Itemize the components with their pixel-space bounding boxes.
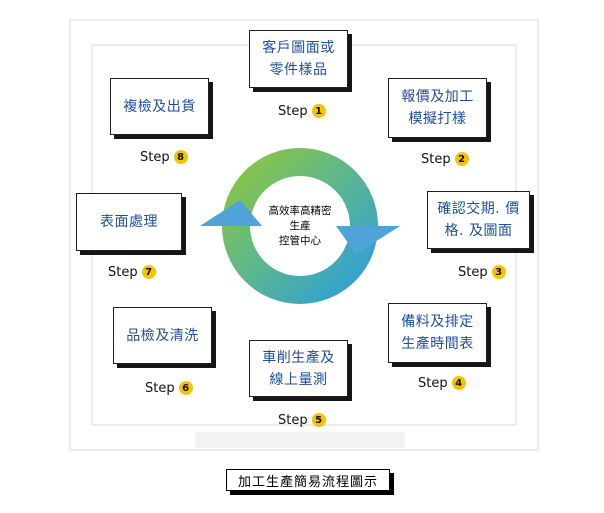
step-1-marker: Step 1 xyxy=(278,103,326,119)
step-6-label: 品檢及清洗 xyxy=(126,327,199,344)
step-6-box: 品檢及清洗 xyxy=(113,307,212,364)
step-6-marker: Step 6 xyxy=(145,380,193,396)
step-6-badge: 6 xyxy=(178,381,193,395)
step-2-badge: 2 xyxy=(454,152,469,166)
step-5-marker: Step 5 xyxy=(278,412,326,428)
step-7-label: 表面處理 xyxy=(100,214,158,230)
cycle-arrow-left-icon xyxy=(200,200,262,226)
step-7-marker: Step 7 xyxy=(108,264,156,280)
step-2-marker: Step 2 xyxy=(421,151,469,167)
step-4-label: 備料及排定 生產時間表 xyxy=(401,314,474,352)
step-word: Step xyxy=(458,264,488,280)
step-5-badge: 5 xyxy=(311,413,326,427)
diagram-caption: 加工生產簡易流程圖示 xyxy=(226,469,390,491)
step-8-marker: Step 8 xyxy=(140,149,188,165)
step-4-marker: Step 4 xyxy=(418,375,466,391)
step-7-box: 表面處理 xyxy=(76,193,182,251)
step-2-label: 報價及加工 模擬打樣 xyxy=(401,89,474,127)
step-3-marker: Step 3 xyxy=(458,264,506,280)
step-4-badge: 4 xyxy=(451,376,466,390)
step-1-label: 客戶圖面或 零件樣品 xyxy=(262,40,335,78)
step-5-box: 車削生產及 線上量測 xyxy=(249,340,348,397)
center-label: 高效率高精密 生產 控管中心 xyxy=(268,205,332,247)
step-2-box: 報價及加工 模擬打樣 xyxy=(388,78,487,138)
step-8-box: 複檢及出貨 xyxy=(110,78,209,135)
step-word: Step xyxy=(278,103,308,119)
step-3-box: 確認交期. 價 格. 及圖面 xyxy=(427,191,530,249)
step-5-label: 車削生產及 線上量測 xyxy=(262,349,335,388)
step-word: Step xyxy=(140,149,170,165)
step-word: Step xyxy=(145,380,175,396)
step-3-badge: 3 xyxy=(491,265,506,279)
step-7-badge: 7 xyxy=(141,265,156,279)
cycle-arrow-right-icon xyxy=(336,226,400,254)
step-word: Step xyxy=(418,375,448,391)
step-3-label: 確認交期. 價 格. 及圖面 xyxy=(437,201,520,239)
step-word: Step xyxy=(421,151,451,167)
step-1-box: 客戶圖面或 零件樣品 xyxy=(249,30,348,88)
step-word: Step xyxy=(108,264,138,280)
step-4-box: 備料及排定 生產時間表 xyxy=(388,303,487,363)
step-8-badge: 8 xyxy=(173,150,188,164)
step-8-label: 複檢及出貨 xyxy=(123,98,196,115)
step-word: Step xyxy=(278,412,308,428)
step-1-badge: 1 xyxy=(311,104,326,118)
